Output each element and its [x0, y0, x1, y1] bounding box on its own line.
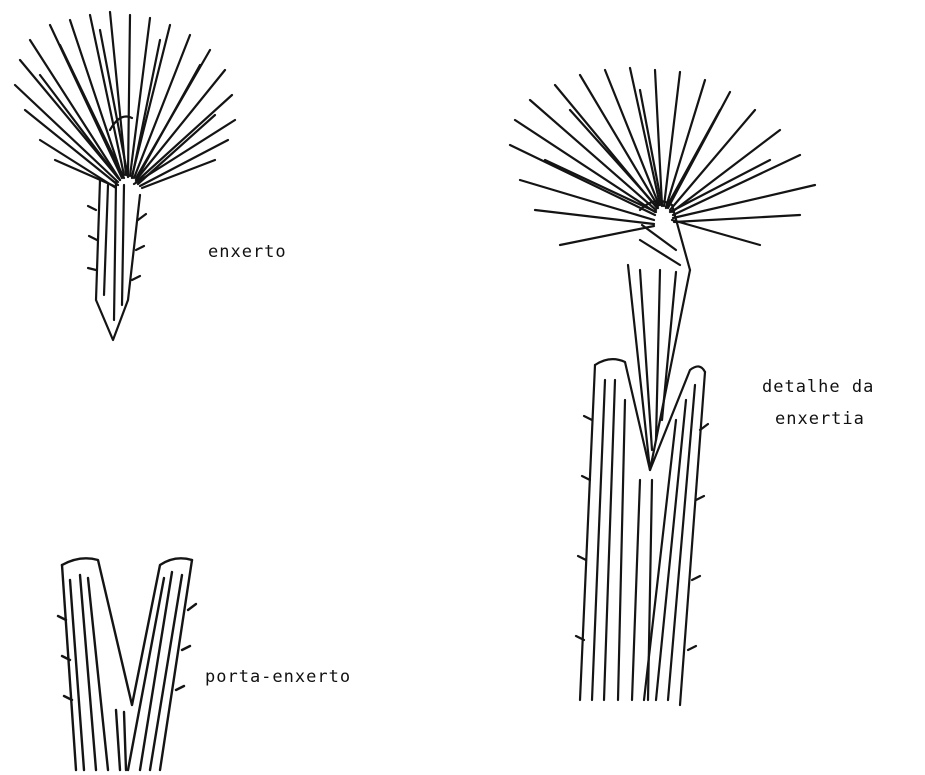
detail-label-line1: detalhe da [762, 377, 874, 397]
detail-label-line2: enxertia [775, 409, 865, 429]
rootstock-label: porta-enxerto [205, 667, 351, 687]
scion-label: enxerto [208, 242, 287, 262]
